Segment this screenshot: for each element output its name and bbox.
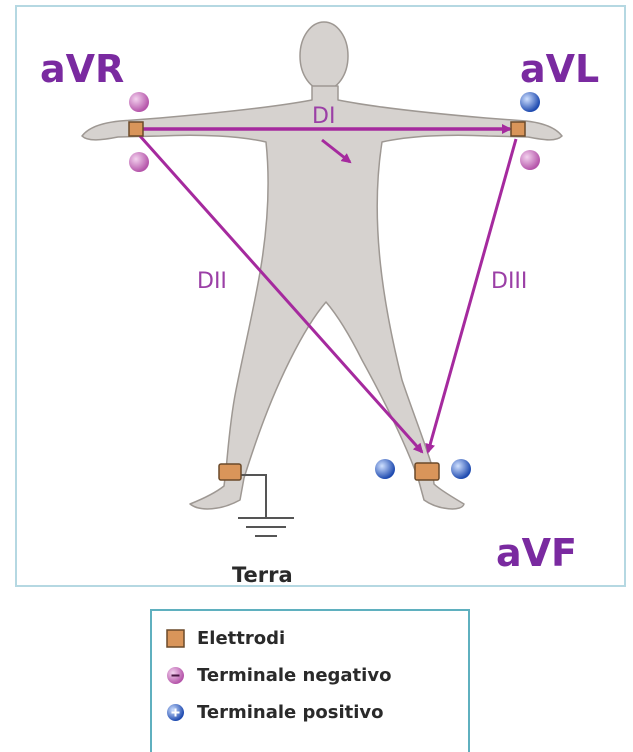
electrode-left-leg — [415, 463, 439, 480]
electrode-swatch-icon — [166, 629, 185, 648]
negative-terminal-icon — [166, 666, 185, 685]
legend-item-positive: Terminale positivo — [166, 699, 384, 725]
legend-label-positive: Terminale positivo — [197, 702, 384, 723]
legend-item-negative: Terminale negativo — [166, 662, 391, 688]
electrode-right-leg — [219, 464, 241, 480]
terminal-positive-icon — [520, 92, 540, 112]
lead-label-avr: aVR — [40, 50, 124, 88]
legend-item-electrodes: Elettrodi — [166, 625, 285, 651]
terminal-negative-icon — [129, 152, 149, 172]
terminal-negative-icon — [520, 150, 540, 170]
derivation-label-diii: DIII — [491, 271, 527, 293]
terminal-positive-icon — [375, 459, 395, 479]
electrode-left-arm — [511, 122, 525, 136]
lead-label-avl: aVL — [520, 50, 599, 88]
terminal-positive-icon — [451, 459, 471, 479]
legend: Elettrodi Terminale negativo Terminale p… — [150, 609, 470, 752]
electrode-right-arm — [129, 122, 143, 136]
legend-label-negative: Terminale negativo — [197, 665, 391, 686]
derivation-label-di: DI — [312, 106, 335, 128]
terminal-negative-icon — [129, 92, 149, 112]
ground-label: Terra — [232, 563, 293, 587]
legend-label-electrodes: Elettrodi — [197, 628, 285, 649]
lead-label-avf: aVF — [496, 534, 577, 572]
positive-terminal-icon — [166, 703, 185, 722]
derivation-label-dii: DII — [197, 271, 227, 293]
